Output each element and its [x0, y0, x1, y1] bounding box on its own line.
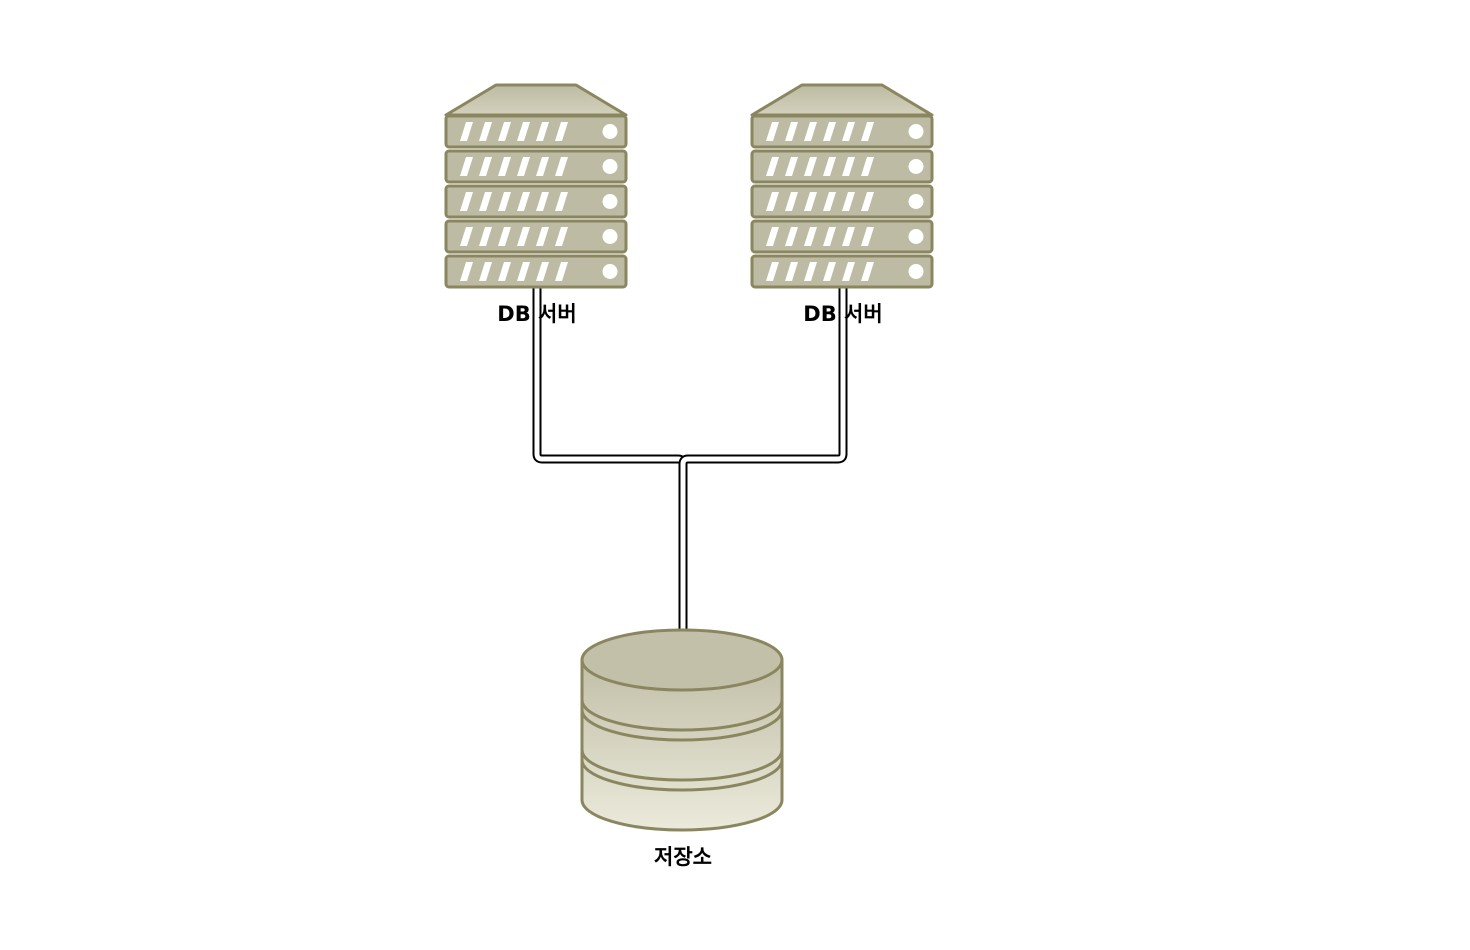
- storage-label: 저장소: [654, 845, 712, 869]
- edge-right-server-to-storage: [678, 288, 848, 630]
- edge-left-server-to-storage: [532, 288, 688, 630]
- storage-cylinder-icon: [580, 628, 784, 832]
- db-server-right-icon: [750, 83, 934, 289]
- db-server-left-icon: [444, 83, 628, 289]
- db-server-right-label: DB 서버: [803, 302, 883, 326]
- db-server-left-label: DB 서버: [497, 302, 577, 326]
